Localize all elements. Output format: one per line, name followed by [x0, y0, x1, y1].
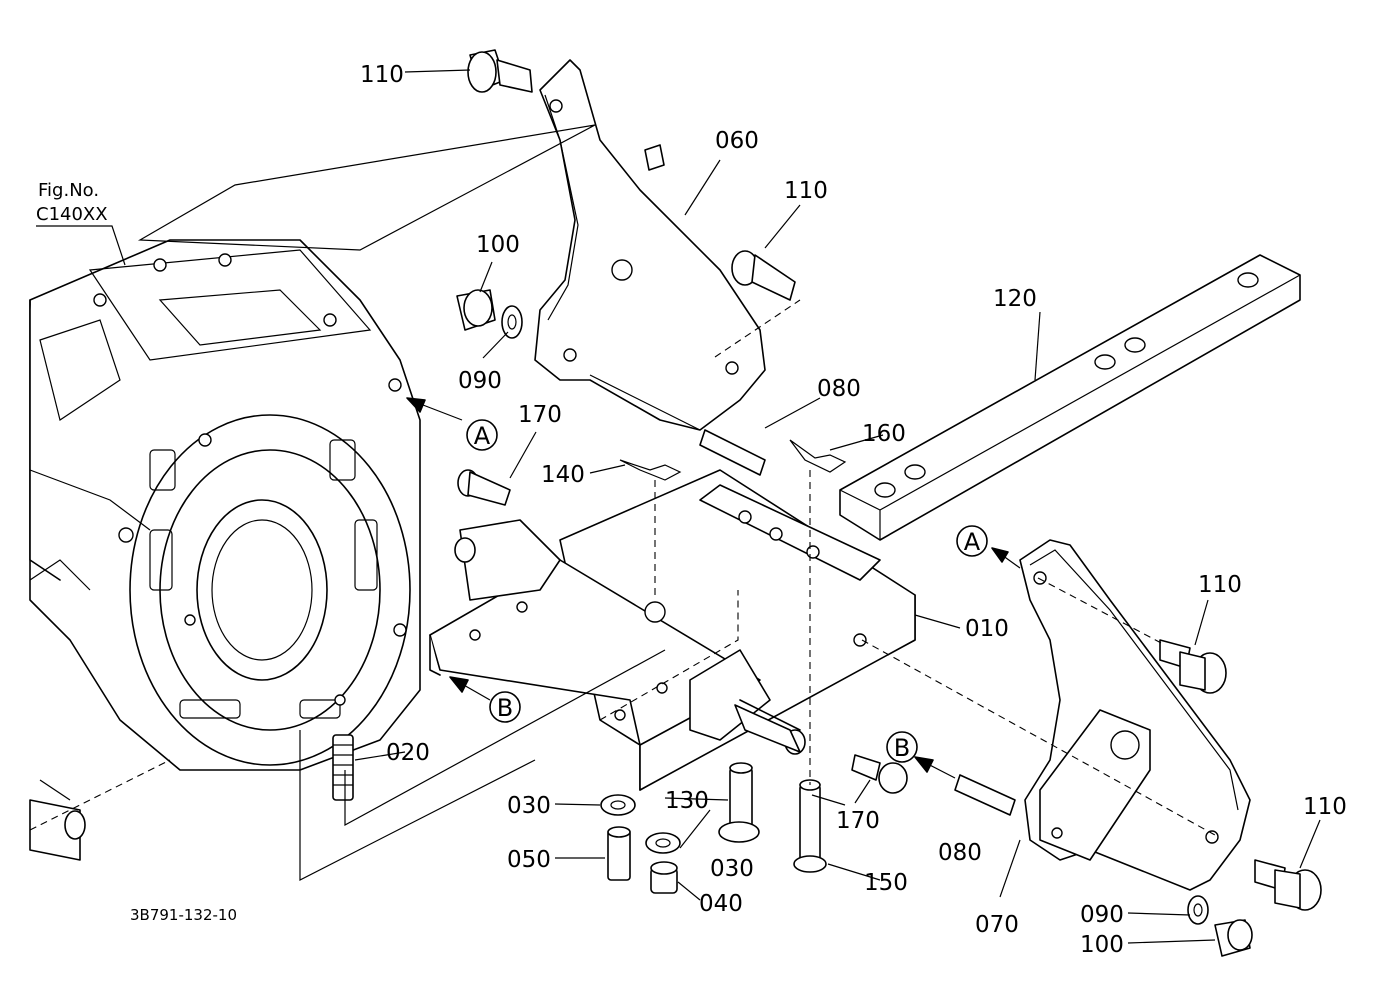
stud-080-lower [954, 774, 1016, 816]
drawbar-120 [839, 254, 1301, 541]
ref-marker-b-left: B [489, 691, 521, 723]
bolt-110-mid [731, 250, 796, 301]
callout-160: 160 [862, 421, 906, 447]
callout-090-left: 090 [458, 368, 502, 394]
callout-110-mid: 110 [784, 178, 828, 204]
callout-070: 070 [975, 912, 1019, 938]
washer-090-right [1187, 895, 1209, 925]
bolt-110-right-lower [1254, 859, 1322, 911]
callout-080-lower: 080 [938, 840, 982, 866]
callout-040: 040 [699, 891, 743, 917]
callout-030-right: 030 [710, 856, 754, 882]
frame-010 [429, 469, 916, 791]
bolt-170-lower [851, 754, 908, 794]
callout-030-left: 030 [507, 793, 551, 819]
bolt-110-top [467, 49, 533, 93]
callout-120: 120 [993, 286, 1037, 312]
callout-110-top: 110 [360, 62, 404, 88]
callout-060: 060 [715, 128, 759, 154]
stud-080-upper [699, 429, 766, 476]
callout-110-right-upper: 110 [1198, 572, 1242, 598]
callout-100-left: 100 [476, 232, 520, 258]
pin-130 [718, 762, 760, 843]
svg-text:A: A [964, 528, 981, 556]
svg-text:B: B [497, 694, 513, 722]
reference-arrows [406, 397, 1021, 779]
figure-ref-line2: C140XX [36, 204, 108, 225]
pin-150 [793, 779, 827, 873]
stud-020 [332, 734, 354, 801]
svg-text:B: B [894, 734, 910, 762]
nut-100-right [1214, 919, 1253, 957]
ref-marker-a-left: A [466, 419, 498, 451]
drawing-number: 3B791-132-10 [130, 906, 237, 924]
leader-lines [354, 69, 1321, 944]
callout-080-upper: 080 [817, 376, 861, 402]
callout-150: 150 [864, 870, 908, 896]
bracket-060 [534, 59, 766, 431]
bracket-070 [1019, 539, 1251, 891]
callout-labels: 110 060 110 100 090 120 080 170 160 140 … [360, 62, 1347, 958]
bolt-050 [607, 826, 631, 881]
bolt-170-upper [457, 469, 511, 506]
collar-040 [650, 861, 678, 894]
assembly-lines [137, 124, 1216, 881]
callout-110-right-lower: 110 [1303, 794, 1347, 820]
ref-marker-b-right: B [886, 731, 918, 763]
callout-090-right: 090 [1080, 902, 1124, 928]
washer-090-left [501, 305, 523, 339]
callout-130: 130 [665, 788, 709, 814]
nut-100-left [456, 289, 496, 331]
callout-020: 020 [386, 740, 430, 766]
figure-reference: Fig.No. C140XX [36, 180, 126, 266]
clip-160 [789, 439, 847, 473]
transmission-housing [29, 239, 421, 861]
bolt-110-right-upper [1159, 639, 1227, 694]
callout-170-upper: 170 [518, 402, 562, 428]
washer-030-left [600, 794, 636, 816]
callout-050: 050 [507, 847, 551, 873]
callout-170-lower: 170 [836, 808, 880, 834]
svg-text:A: A [474, 422, 491, 450]
callout-010: 010 [965, 616, 1009, 642]
callout-100-right: 100 [1080, 932, 1124, 958]
washer-030-right [645, 832, 681, 854]
ref-marker-a-right: A [956, 525, 988, 557]
clip-140 [619, 459, 682, 481]
figure-ref-line1: Fig.No. [38, 180, 99, 201]
callout-140: 140 [541, 462, 585, 488]
